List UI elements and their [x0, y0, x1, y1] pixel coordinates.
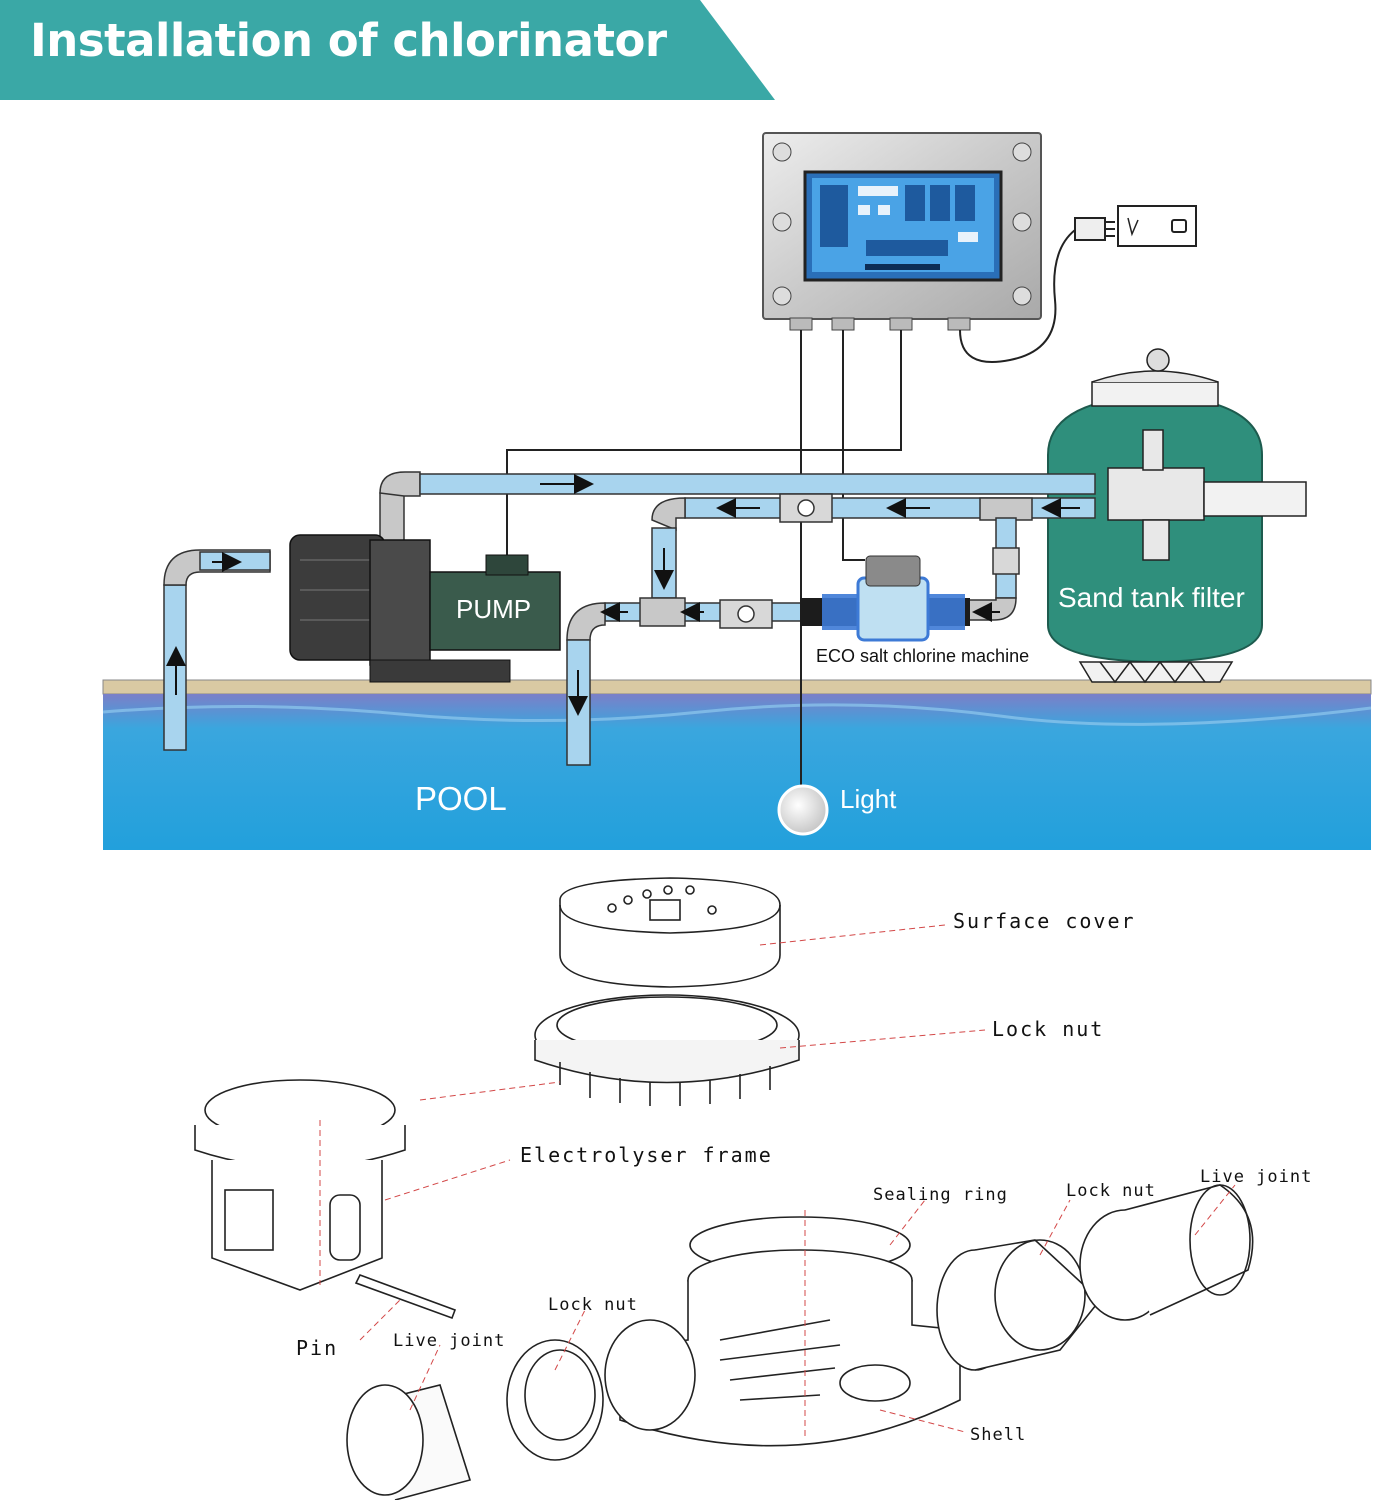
lock-nut-left-label: Lock nut [548, 1295, 638, 1315]
banner-shape [0, 0, 775, 100]
lock-nut-top-label: Lock nut [992, 1017, 1104, 1041]
chlorinator-label: ECO salt chlorine machine [816, 646, 1029, 666]
live-joint-left-label: Live joint [393, 1331, 505, 1351]
electrolyser-frame-label: Electrolyser frame [520, 1143, 773, 1167]
pool-label: POOL [415, 780, 507, 817]
live-joint-right-label: Live joint [1200, 1167, 1312, 1187]
surface-cover [559, 877, 781, 988]
electrolyser-frame [194, 1079, 406, 1291]
power-plug-icon [959, 217, 1115, 363]
shell-label: Shell [970, 1425, 1026, 1445]
pin-label: Pin [296, 1336, 338, 1360]
leader-lines [319, 924, 1236, 1440]
live-joint-right [1079, 1184, 1254, 1321]
shell [619, 1249, 961, 1447]
pool-light-icon [777, 784, 829, 836]
control-cables [506, 330, 902, 790]
sand-filter [1047, 348, 1307, 684]
sealing-ring-label: Sealing ring [873, 1185, 1008, 1205]
pump [289, 534, 561, 683]
control-box [762, 132, 1042, 331]
live-joint-left [346, 1384, 472, 1500]
pump-label: PUMP [456, 594, 531, 624]
chlorinator-cell [800, 555, 970, 642]
surface-cover-label: Surface cover [953, 909, 1136, 933]
title-banner: Installation of chlorinator [0, 0, 780, 100]
pool [102, 694, 1372, 850]
wall-socket-icon [1117, 205, 1197, 247]
pin [354, 1274, 457, 1320]
page-title: Installation of chlorinator [30, 14, 667, 67]
lock-nut-left [506, 1319, 696, 1461]
flow-arrows [166, 474, 1080, 716]
lock-nut-top [534, 994, 800, 1106]
lock-nut-right [936, 1239, 1102, 1371]
light-label: Light [840, 784, 897, 814]
installation-diagram: POOL [102, 132, 1372, 850]
filter-label: Sand tank filter [1058, 582, 1245, 613]
lock-nut-right-label: Lock nut [1066, 1181, 1156, 1201]
valve-icons [719, 493, 1020, 629]
